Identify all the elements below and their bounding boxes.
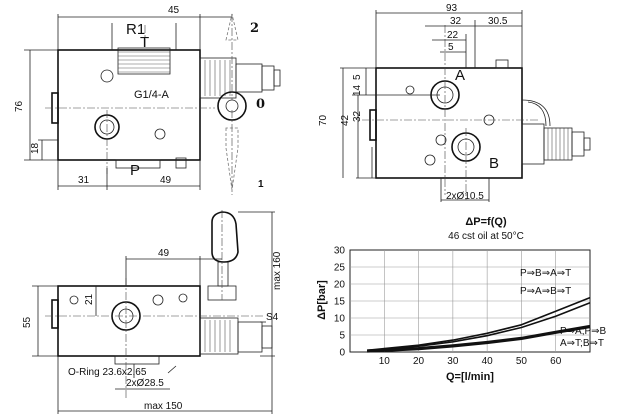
side-view: 93 32 30.5 22 5 70 42 32 5 14 2xØ10.5 A … — [318, 3, 591, 202]
label-p: P — [130, 162, 140, 179]
dim-49-top: 49 — [158, 248, 170, 259]
x-tick-label: 40 — [482, 356, 494, 367]
label-t: T — [140, 34, 149, 51]
legend-s3a: P⇒A;P⇒B — [560, 326, 607, 337]
y-tick-label: 5 — [339, 331, 345, 342]
label-b: B — [489, 155, 499, 172]
label-pos-2: 2 — [250, 21, 259, 36]
y-tick-label: 30 — [334, 246, 346, 257]
side-block-outline — [375, 67, 523, 179]
dim-93: 93 — [446, 3, 458, 14]
lever-ghost-up — [225, 13, 239, 41]
label-oring: O-Ring 23.6x2.65 — [68, 367, 147, 378]
x-tick-label: 60 — [550, 356, 562, 367]
y-tick-label: 10 — [334, 314, 346, 325]
chart-title: ΔP=f(Q) — [465, 216, 507, 228]
dim-bore: 2xØ28.5 — [126, 378, 164, 389]
top-block-outline — [57, 285, 201, 357]
y-tick-label: 20 — [334, 280, 346, 291]
lever-ghost-down — [225, 127, 239, 191]
x-tick-label: 20 — [413, 356, 425, 367]
dim-14: 14 — [352, 84, 363, 96]
label-pos-0: 0 — [256, 97, 265, 112]
top-view: 49 21 55 max 160 max 150 S4 2xØ28.5 O-Ri… — [22, 210, 283, 414]
dim-30-5: 30.5 — [488, 16, 508, 27]
dim-55: 55 — [22, 316, 33, 328]
chart-grid — [349, 249, 591, 353]
chart-series — [367, 296, 591, 353]
label-thread: G1/4-A — [134, 89, 170, 101]
dim-max160: max 160 — [272, 251, 283, 290]
chart-subtitle: 46 cst oil at 50°C — [448, 231, 524, 242]
label-a: A — [455, 67, 465, 84]
legend-s2: P⇒A⇒B⇒T — [520, 286, 571, 297]
legend-s1: P⇒B⇒A⇒T — [520, 268, 571, 279]
dim-45: 45 — [168, 5, 180, 16]
y-tick-label: 15 — [334, 297, 346, 308]
dim-21: 21 — [84, 293, 95, 305]
y-tick-label: 0 — [339, 348, 345, 359]
front-view: 45 76 18 31 49 R1 T P G1/4-A 2 0 1 — [14, 5, 281, 195]
chart-ticks: 0 5 10 15 20 25 30 10 20 30 40 50 60 — [334, 246, 562, 368]
dim-49: 49 — [160, 175, 172, 186]
dim-s4: S4 — [266, 312, 279, 323]
lever-knob — [211, 211, 239, 263]
dim-18: 18 — [30, 142, 41, 154]
dim-70: 70 — [318, 114, 329, 126]
series-line-3 — [367, 324, 591, 353]
dim-42: 42 — [340, 114, 351, 126]
dim-22: 22 — [447, 30, 459, 41]
dim-holes: 2xØ10.5 — [446, 191, 484, 202]
dim-5-v: 5 — [352, 74, 363, 80]
dim-5: 5 — [448, 42, 454, 53]
pressure-drop-chart: ΔP=f(Q) 46 cst oil at 50°C ΔP[bar] Q=[l/… — [316, 216, 607, 383]
port-t-thread — [117, 47, 171, 75]
label-pos-1: 1 — [258, 179, 264, 190]
legend-s3b: A⇒T;B⇒T — [560, 338, 604, 349]
label-r1: R1 — [126, 21, 145, 38]
chart-xlabel: Q=[l/min] — [446, 371, 494, 383]
dim-76: 76 — [14, 100, 25, 112]
x-tick-label: 50 — [516, 356, 528, 367]
chart-ylabel: ΔP[bar] — [316, 280, 328, 320]
x-tick-label: 30 — [447, 356, 459, 367]
dim-31: 31 — [78, 175, 90, 186]
x-tick-label: 10 — [379, 356, 391, 367]
front-block-outline — [57, 49, 201, 161]
dim-max150: max 150 — [144, 401, 183, 412]
bolt-hole — [100, 69, 114, 83]
dim-32: 32 — [450, 16, 462, 27]
dim-32-v: 32 — [352, 110, 363, 122]
y-tick-label: 25 — [334, 263, 346, 274]
